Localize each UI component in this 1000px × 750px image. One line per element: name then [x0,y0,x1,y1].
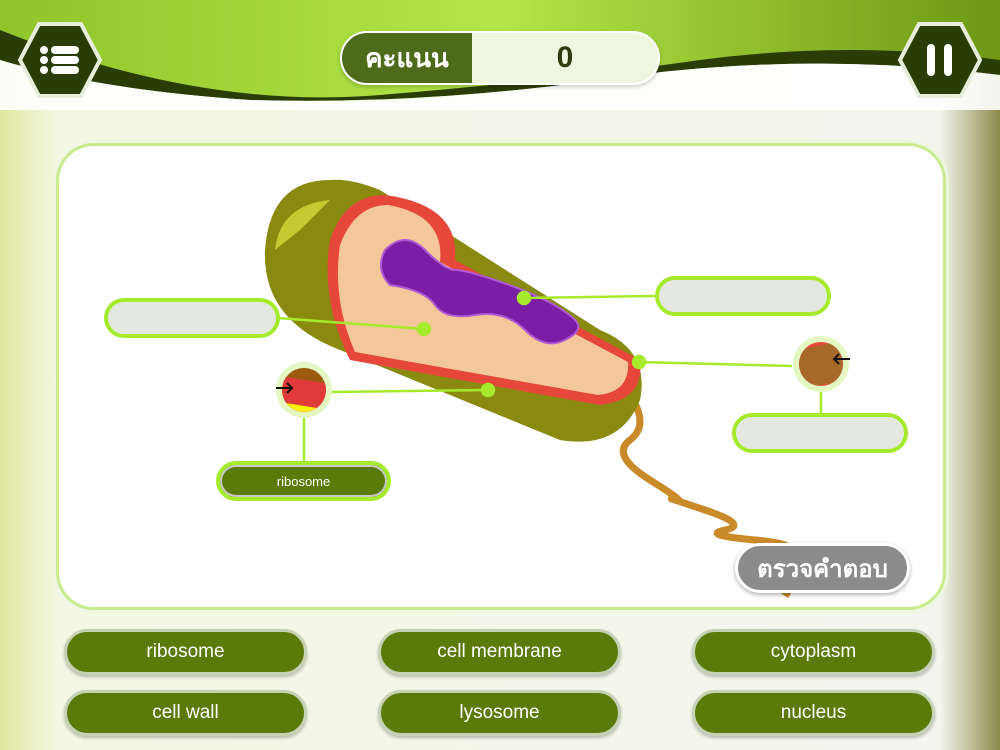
label-slot-3[interactable] [732,413,908,453]
label-slot-1[interactable] [104,298,280,338]
score-display: คะแนน 0 [340,31,660,85]
cell-body [264,179,642,442]
score-value: 0 [556,41,574,74]
pause-button[interactable] [897,22,983,98]
check-answer-button[interactable]: ตรวจคำตอบ [735,543,910,593]
answer-nucleus[interactable]: nucleus [692,690,935,736]
score-label: คะแนน [342,33,472,83]
label-slot-filled[interactable]: ribosome [216,461,391,501]
label-slot-2[interactable] [655,276,831,316]
pause-icon [897,22,983,98]
answer-cell-membrane[interactable]: cell membrane [378,629,621,675]
answer-cell-wall[interactable]: cell wall [64,690,307,736]
zoom-circle-right [793,336,850,392]
zoom-circle-left [276,362,332,418]
answer-ribosome[interactable]: ribosome [64,629,307,675]
answer-lysosome[interactable]: lysosome [378,690,621,736]
list-icon [17,22,103,98]
answer-cytoplasm[interactable]: cytoplasm [692,629,935,675]
menu-button[interactable] [17,22,103,98]
